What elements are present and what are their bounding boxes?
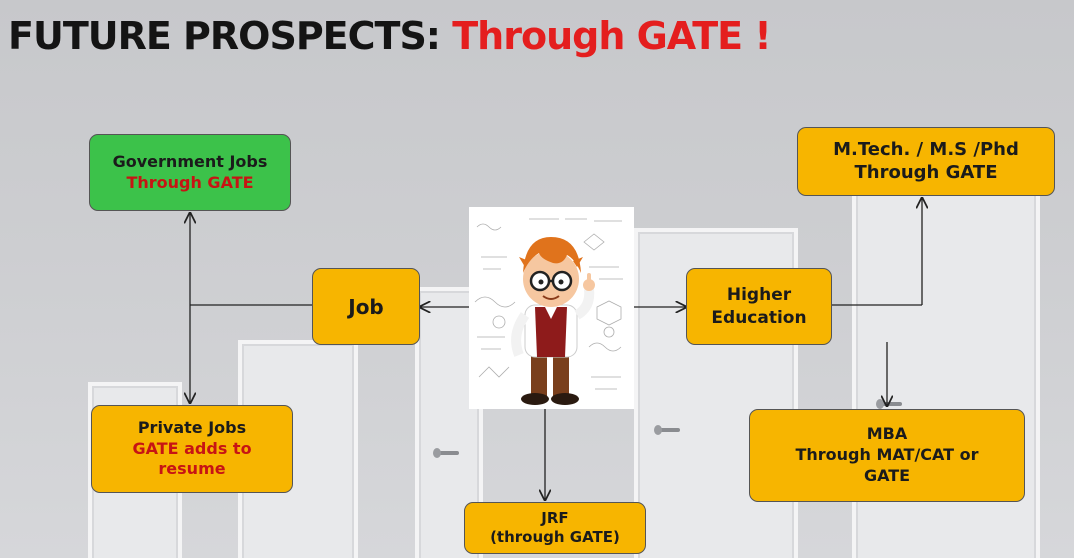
jrf-title: JRF — [541, 509, 569, 528]
jrf-subtitle: (through GATE) — [490, 528, 620, 546]
title-highlight: Through GATE ! — [452, 14, 771, 58]
private-jobs-line2: GATE adds to — [132, 438, 252, 458]
student-character-image — [469, 207, 634, 409]
job-label: Job — [348, 294, 384, 319]
title-prefix: FUTURE PROSPECTS: — [8, 14, 441, 58]
page-title: FUTURE PROSPECTS: Through GATE ! — [8, 14, 772, 58]
private-jobs-line3: resume — [158, 459, 226, 479]
mba-title: MBA — [866, 424, 908, 444]
mtech-title: M.Tech. / M.S /Phd — [833, 139, 1019, 160]
door-handle — [654, 425, 680, 435]
node-private-jobs: Private Jobs GATE adds to resume — [91, 405, 293, 493]
mtech-subtitle: Through GATE — [854, 161, 998, 183]
mba-line2: Through MAT/CAT or — [795, 445, 979, 465]
node-job: Job — [312, 268, 420, 345]
node-mtech: M.Tech. / M.S /Phd Through GATE — [797, 127, 1055, 196]
node-higher-education: Higher Education — [686, 268, 832, 345]
node-jrf: JRF (through GATE) — [464, 502, 646, 554]
door-handle — [433, 448, 459, 458]
private-jobs-title: Private Jobs — [137, 417, 247, 437]
higher-education-line2: Education — [711, 307, 807, 328]
government-jobs-title: Government Jobs — [112, 151, 268, 171]
higher-education-line1: Higher — [726, 285, 792, 306]
formula-doodles — [474, 218, 623, 390]
character-illustration — [474, 218, 623, 405]
government-jobs-subtitle: Through GATE — [126, 172, 254, 192]
node-government-jobs: Government Jobs Through GATE — [89, 134, 291, 211]
mba-line3: GATE — [863, 465, 911, 485]
node-mba: MBA Through MAT/CAT or GATE — [749, 409, 1025, 502]
